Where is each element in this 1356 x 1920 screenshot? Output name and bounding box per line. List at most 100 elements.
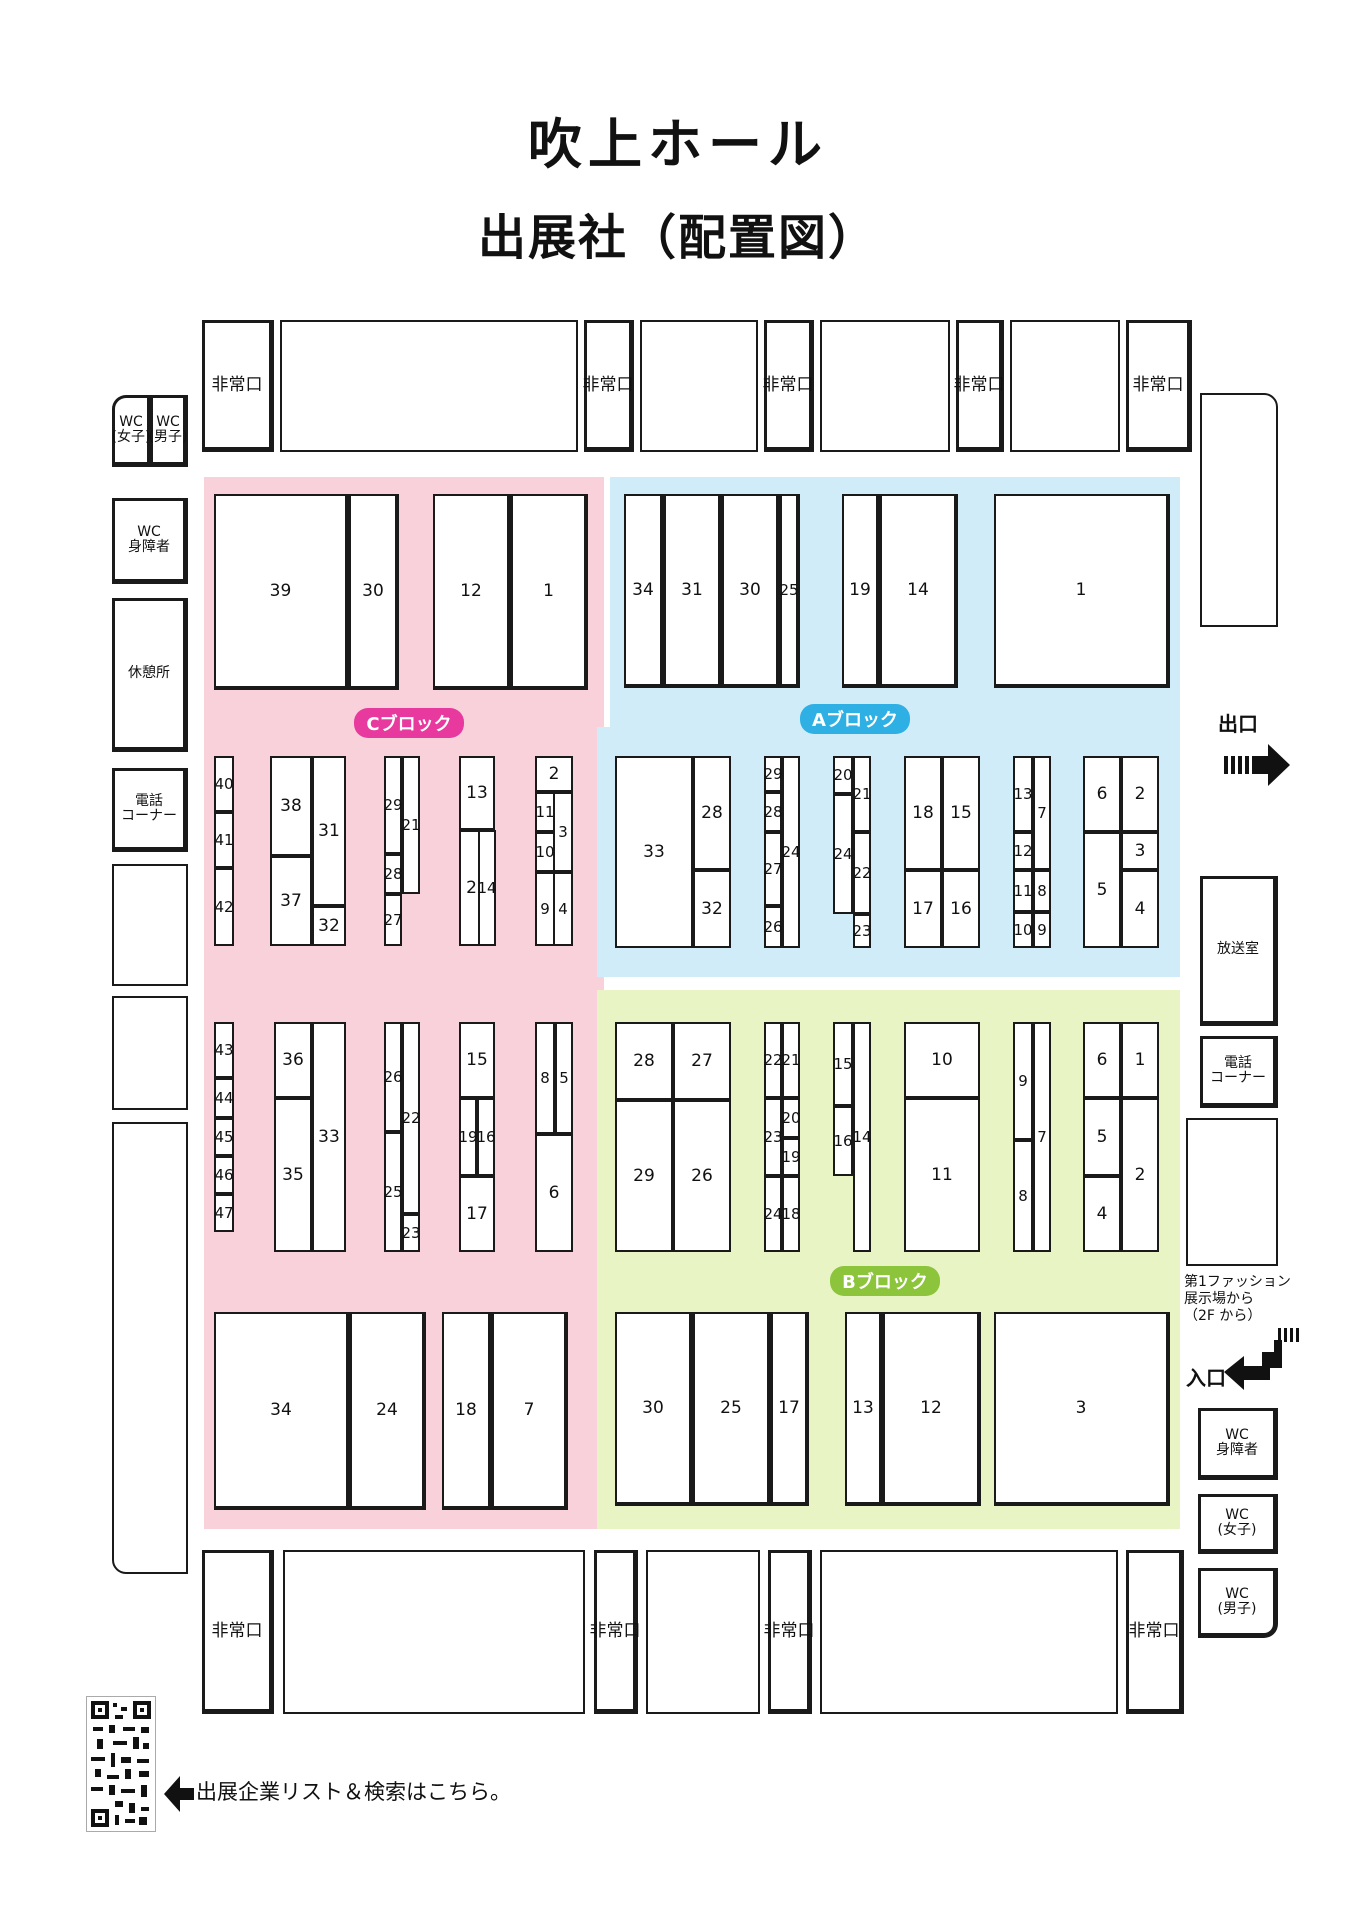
phone-corner-right[interactable]: 電話 コーナー <box>1200 1036 1278 1108</box>
booth-a-mid-28[interactable]: 5 <box>1083 832 1121 948</box>
booth-a-mid-24[interactable]: 9 <box>1033 912 1051 948</box>
booth-a-mid-18[interactable]: 13 <box>1013 756 1033 832</box>
booth-b-mid-4[interactable]: 26 <box>673 1100 731 1252</box>
booth-b-bot-5[interactable]: 12 <box>883 1312 981 1506</box>
wc-male-left[interactable]: WC (男子) <box>149 395 188 467</box>
booth-b-mid-9[interactable]: 19 <box>781 1138 801 1176</box>
booth-c-mid1-1[interactable]: 40 <box>214 756 234 812</box>
booth-c-top-4[interactable]: 1 <box>511 494 588 690</box>
emergency-exit-7[interactable]: 非常口 <box>590 1550 641 1714</box>
booth-b-mid-18[interactable]: 7 <box>1033 1022 1051 1252</box>
booth-b-mid-15[interactable]: 10 <box>904 1022 980 1098</box>
booth-a-mid-15[interactable]: 15 <box>942 756 980 870</box>
exit-arrow-icon[interactable] <box>1222 742 1292 788</box>
booth-b-bot-4[interactable]: 13 <box>845 1312 883 1506</box>
emergency-exit-6[interactable]: 非常口 <box>202 1550 274 1714</box>
booth-a-mid-25[interactable]: 6 <box>1083 756 1121 832</box>
booth-c-mid2-9[interactable]: 26 <box>383 1022 403 1132</box>
booth-a-mid-2[interactable]: 28 <box>693 756 731 870</box>
wc-accessible-right[interactable]: WC 身障者 <box>1198 1408 1278 1480</box>
booth-c-mid2-15[interactable]: 16 <box>476 1098 496 1176</box>
qr-code-icon[interactable] <box>86 1696 156 1832</box>
booth-a-mid-12[interactable]: 22 <box>852 832 872 914</box>
booth-b-mid-22[interactable]: 5 <box>1083 1098 1121 1176</box>
booth-c-mid1-10[interactable]: 27 <box>383 894 403 946</box>
booth-a-mid-29[interactable]: 4 <box>1121 870 1159 948</box>
booth-b-mid-24[interactable]: 4 <box>1083 1176 1121 1252</box>
booth-b-mid-14[interactable]: 14 <box>852 1022 872 1252</box>
booth-c-mid1-18[interactable]: 3 <box>553 792 573 872</box>
booth-a-mid-13[interactable]: 23 <box>852 914 872 948</box>
wc-male-right[interactable]: WC (男子) <box>1198 1568 1278 1638</box>
emergency-exit-1[interactable]: 非常口 <box>202 320 274 452</box>
booth-a-mid-7[interactable]: 27 <box>763 832 783 906</box>
booth-c-mid2-6[interactable]: 36 <box>274 1022 312 1098</box>
booth-b-mid-3[interactable]: 29 <box>615 1100 673 1252</box>
booth-c-mid1-16[interactable]: 11 <box>535 792 555 832</box>
booth-c-mid1-7[interactable]: 32 <box>312 906 346 946</box>
booth-a-top-2[interactable]: 31 <box>664 494 722 688</box>
booth-a-top-3[interactable]: 30 <box>722 494 780 688</box>
booth-c-mid1-11[interactable]: 21 <box>401 756 421 894</box>
booth-a-mid-19[interactable]: 12 <box>1013 832 1033 870</box>
booth-a-mid-26[interactable]: 2 <box>1121 756 1159 832</box>
booth-a-mid-16[interactable]: 17 <box>904 870 942 948</box>
booth-c-mid2-16[interactable]: 17 <box>459 1176 495 1252</box>
booth-a-mid-21[interactable]: 10 <box>1013 912 1033 948</box>
emergency-exit-4[interactable]: 非常口 <box>954 320 1005 452</box>
booth-c-mid1-20[interactable]: 4 <box>553 872 573 946</box>
booth-c-mid2-14[interactable]: 19 <box>458 1098 478 1176</box>
booth-b-mid-21[interactable]: 1 <box>1121 1022 1159 1098</box>
emergency-exit-3[interactable]: 非常口 <box>763 320 814 452</box>
booth-b-mid-19[interactable]: 8 <box>1013 1140 1033 1252</box>
booth-a-mid-22[interactable]: 7 <box>1033 756 1051 870</box>
booth-a-top-7[interactable]: 1 <box>994 494 1170 688</box>
booth-c-top-3[interactable]: 12 <box>433 494 511 690</box>
booth-b-mid-6[interactable]: 21 <box>781 1022 801 1098</box>
booth-a-mid-4[interactable]: 29 <box>763 756 783 792</box>
booth-c-mid2-10[interactable]: 25 <box>383 1132 403 1252</box>
booth-a-mid-5[interactable]: 28 <box>763 792 783 832</box>
booth-b-mid-5[interactable]: 22 <box>763 1022 783 1098</box>
booth-b-mid-13[interactable]: 16 <box>833 1106 853 1176</box>
booth-c-mid2-11[interactable]: 22 <box>401 1022 421 1214</box>
booth-a-top-4[interactable]: 25 <box>779 494 800 688</box>
booth-c-mid1-6[interactable]: 31 <box>312 756 346 906</box>
booth-b-bot-3[interactable]: 17 <box>771 1312 809 1506</box>
booth-c-mid2-13[interactable]: 15 <box>459 1022 495 1098</box>
booth-a-mid-3[interactable]: 32 <box>693 870 731 948</box>
booth-c-bot-3[interactable]: 18 <box>442 1312 492 1510</box>
booth-b-mid-12[interactable]: 15 <box>833 1022 853 1106</box>
booth-a-top-6[interactable]: 14 <box>880 494 958 688</box>
booth-c-mid1-8[interactable]: 29 <box>383 756 403 854</box>
wc-female-right[interactable]: WC (女子) <box>1198 1494 1278 1554</box>
booth-c-top-1[interactable]: 39 <box>214 494 349 690</box>
booth-b-mid-7[interactable]: 23 <box>763 1098 783 1176</box>
booth-b-mid-16[interactable]: 11 <box>904 1098 980 1252</box>
booth-c-mid1-3[interactable]: 42 <box>214 868 234 946</box>
wc-female-left[interactable]: WC (女子) <box>112 395 152 467</box>
emergency-exit-8[interactable]: 非常口 <box>764 1550 815 1714</box>
booth-b-mid-17[interactable]: 9 <box>1013 1022 1033 1140</box>
booth-a-mid-9[interactable]: 20 <box>833 756 853 794</box>
booth-c-mid2-18[interactable]: 5 <box>555 1022 573 1134</box>
emergency-exit-5[interactable]: 非常口 <box>1126 320 1192 452</box>
booth-c-mid2-1[interactable]: 43 <box>214 1022 234 1078</box>
booth-a-mid-6[interactable]: 24 <box>781 756 801 948</box>
booth-c-bot-2[interactable]: 24 <box>350 1312 426 1510</box>
booth-c-mid1-5[interactable]: 37 <box>270 856 312 946</box>
wc-accessible-left[interactable]: WC 身障者 <box>112 498 188 584</box>
phone-corner-left[interactable]: 電話 コーナー <box>112 768 188 852</box>
booth-a-mid-11[interactable]: 24 <box>833 794 853 914</box>
booth-c-mid2-5[interactable]: 47 <box>214 1194 234 1232</box>
booth-a-mid-23[interactable]: 8 <box>1033 870 1051 912</box>
booth-c-mid2-8[interactable]: 33 <box>312 1022 346 1252</box>
booth-c-mid2-19[interactable]: 6 <box>535 1134 573 1252</box>
booth-b-mid-2[interactable]: 27 <box>673 1022 731 1100</box>
entrance-arrow-icon[interactable] <box>1222 1322 1300 1394</box>
booth-b-bot-2[interactable]: 25 <box>693 1312 771 1506</box>
booth-c-mid1-15[interactable]: 2 <box>535 756 573 792</box>
booth-a-mid-27[interactable]: 3 <box>1121 832 1159 870</box>
booth-a-mid-1[interactable]: 33 <box>615 756 693 948</box>
booth-c-mid2-2[interactable]: 44 <box>214 1078 234 1118</box>
